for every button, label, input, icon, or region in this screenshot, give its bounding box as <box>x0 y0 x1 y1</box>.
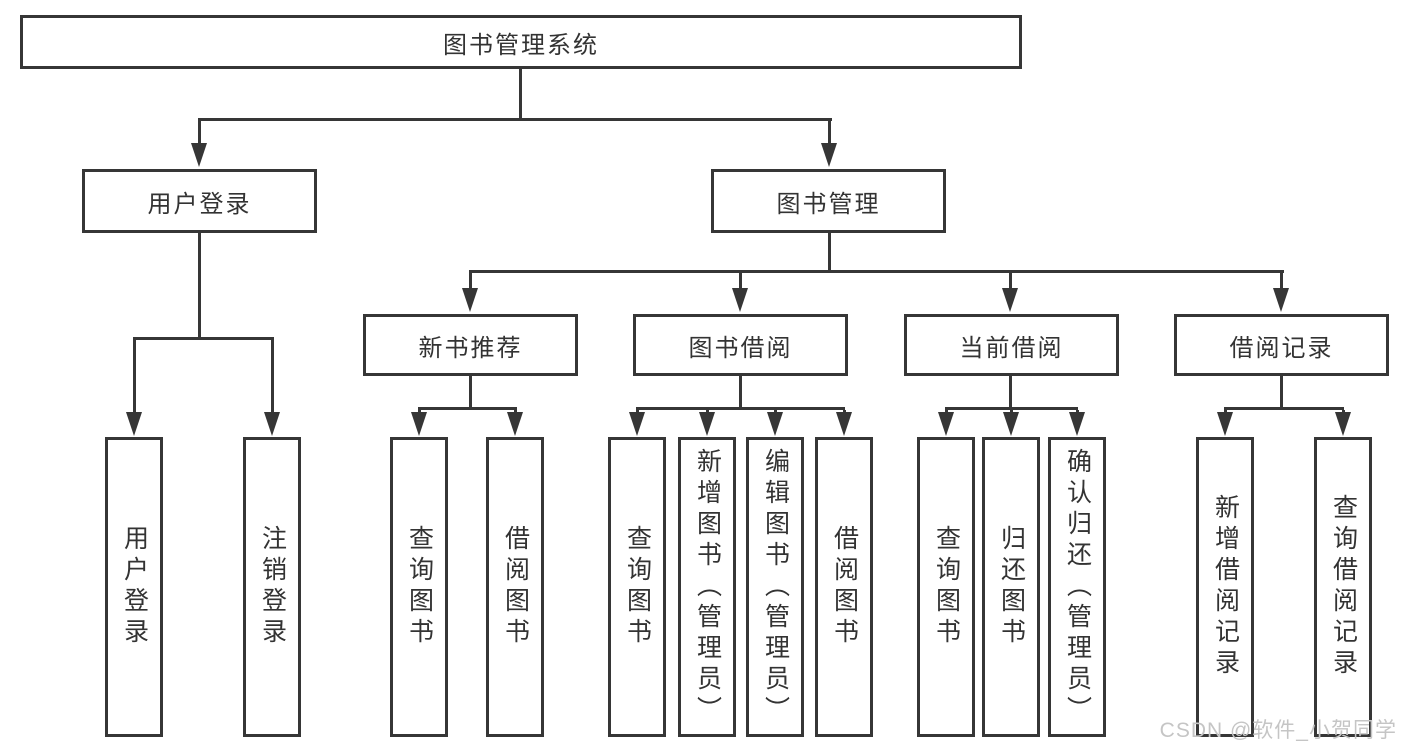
leaf-add-borrow-record: 新增借阅记录 <box>1196 437 1254 737</box>
arrow-down-icon <box>836 412 852 436</box>
connector-bookmgmt-stem <box>828 233 831 273</box>
connector-newbook-stem <box>469 376 472 410</box>
leaf-logout: 注销登录 <box>243 437 301 737</box>
connector-stub <box>828 121 831 145</box>
connector-newbook-branch <box>418 407 517 410</box>
arrow-down-icon <box>1069 412 1085 436</box>
node-book-borrowing: 图书借阅 <box>633 314 848 376</box>
connector-userlogin-branch <box>133 337 274 340</box>
leaf-query-books-current: 查询图书 <box>917 437 975 737</box>
connector-borrow-stem <box>739 376 742 410</box>
arrow-down-icon <box>767 412 783 436</box>
leaf-confirm-return-admin: 确认归还（管理员） <box>1048 437 1106 737</box>
leaf-label: 用户登录 <box>120 525 149 649</box>
node-label: 当前借阅 <box>959 334 1064 362</box>
arrow-down-icon <box>1003 412 1019 436</box>
leaf-label: 确认归还（管理员） <box>1063 447 1092 727</box>
arrow-down-icon <box>821 143 837 167</box>
connector-stub <box>469 273 472 289</box>
connector-records-branch <box>1224 407 1344 410</box>
leaf-label: 新增借阅记录 <box>1211 494 1240 680</box>
arrow-down-icon <box>1002 288 1018 312</box>
arrow-down-icon <box>411 412 427 436</box>
node-label: 用户登录 <box>147 190 252 218</box>
leaf-query-books-borrowing: 查询图书 <box>608 437 666 737</box>
arrow-down-icon <box>1273 288 1289 312</box>
arrow-down-icon <box>1335 412 1351 436</box>
arrow-down-icon <box>1217 412 1233 436</box>
leaf-borrow-books-recommend: 借阅图书 <box>486 437 544 737</box>
arrow-down-icon <box>191 143 207 167</box>
arrow-down-icon <box>264 412 280 436</box>
node-user-login: 用户登录 <box>82 169 317 233</box>
leaf-label: 查询图书 <box>932 525 961 649</box>
node-label: 图书借阅 <box>688 334 793 362</box>
leaf-label: 新增图书（管理员） <box>693 447 722 727</box>
node-label: 图书管理系统 <box>443 31 599 59</box>
connector-stub <box>198 121 201 145</box>
node-current-borrowing: 当前借阅 <box>904 314 1119 376</box>
connector-current-stem <box>1009 376 1012 410</box>
leaf-label: 查询借阅记录 <box>1329 494 1358 680</box>
leaf-edit-books-admin: 编辑图书（管理员） <box>746 437 804 737</box>
connector-level2-branch <box>198 118 832 121</box>
connector-userlogin-stem <box>198 233 201 340</box>
connector-root-stem <box>519 69 522 121</box>
leaf-return-books: 归还图书 <box>982 437 1040 737</box>
arrow-down-icon <box>126 412 142 436</box>
node-label: 新书推荐 <box>418 334 523 362</box>
arrow-down-icon <box>699 412 715 436</box>
arrow-down-icon <box>507 412 523 436</box>
connector-stub <box>133 340 136 414</box>
node-book-management: 图书管理 <box>711 169 946 233</box>
connector-stub <box>1280 273 1283 289</box>
arrow-down-icon <box>732 288 748 312</box>
leaf-label: 归还图书 <box>997 525 1026 649</box>
connector-stub <box>739 273 742 289</box>
leaf-user-login: 用户登录 <box>105 437 163 737</box>
node-new-book-recommendation: 新书推荐 <box>363 314 578 376</box>
leaf-label: 查询图书 <box>405 525 434 649</box>
arrow-down-icon <box>629 412 645 436</box>
connector-borrow-branch <box>636 407 845 410</box>
connector-records-stem <box>1280 376 1283 410</box>
leaf-label: 编辑图书（管理员） <box>761 447 790 727</box>
leaf-query-borrow-record: 查询借阅记录 <box>1314 437 1372 737</box>
connector-stub <box>271 340 274 414</box>
arrow-down-icon <box>938 412 954 436</box>
leaf-label: 查询图书 <box>623 525 652 649</box>
node-label: 图书管理 <box>776 190 881 218</box>
connector-stub <box>1009 273 1012 289</box>
connector-level3-branch <box>469 270 1284 273</box>
csdn-watermark: CSDN @软件_小贺同学 <box>1159 719 1397 742</box>
node-library-management-system: 图书管理系统 <box>20 15 1022 69</box>
leaf-label: 注销登录 <box>258 525 287 649</box>
arrow-down-icon <box>462 288 478 312</box>
leaf-query-books-recommend: 查询图书 <box>390 437 448 737</box>
leaf-label: 借阅图书 <box>830 525 859 649</box>
node-borrowing-records: 借阅记录 <box>1174 314 1389 376</box>
node-label: 借阅记录 <box>1229 334 1334 362</box>
leaf-add-books-admin: 新增图书（管理员） <box>678 437 736 737</box>
connector-current-branch <box>945 407 1078 410</box>
leaf-borrow-books: 借阅图书 <box>815 437 873 737</box>
leaf-label: 借阅图书 <box>501 525 530 649</box>
